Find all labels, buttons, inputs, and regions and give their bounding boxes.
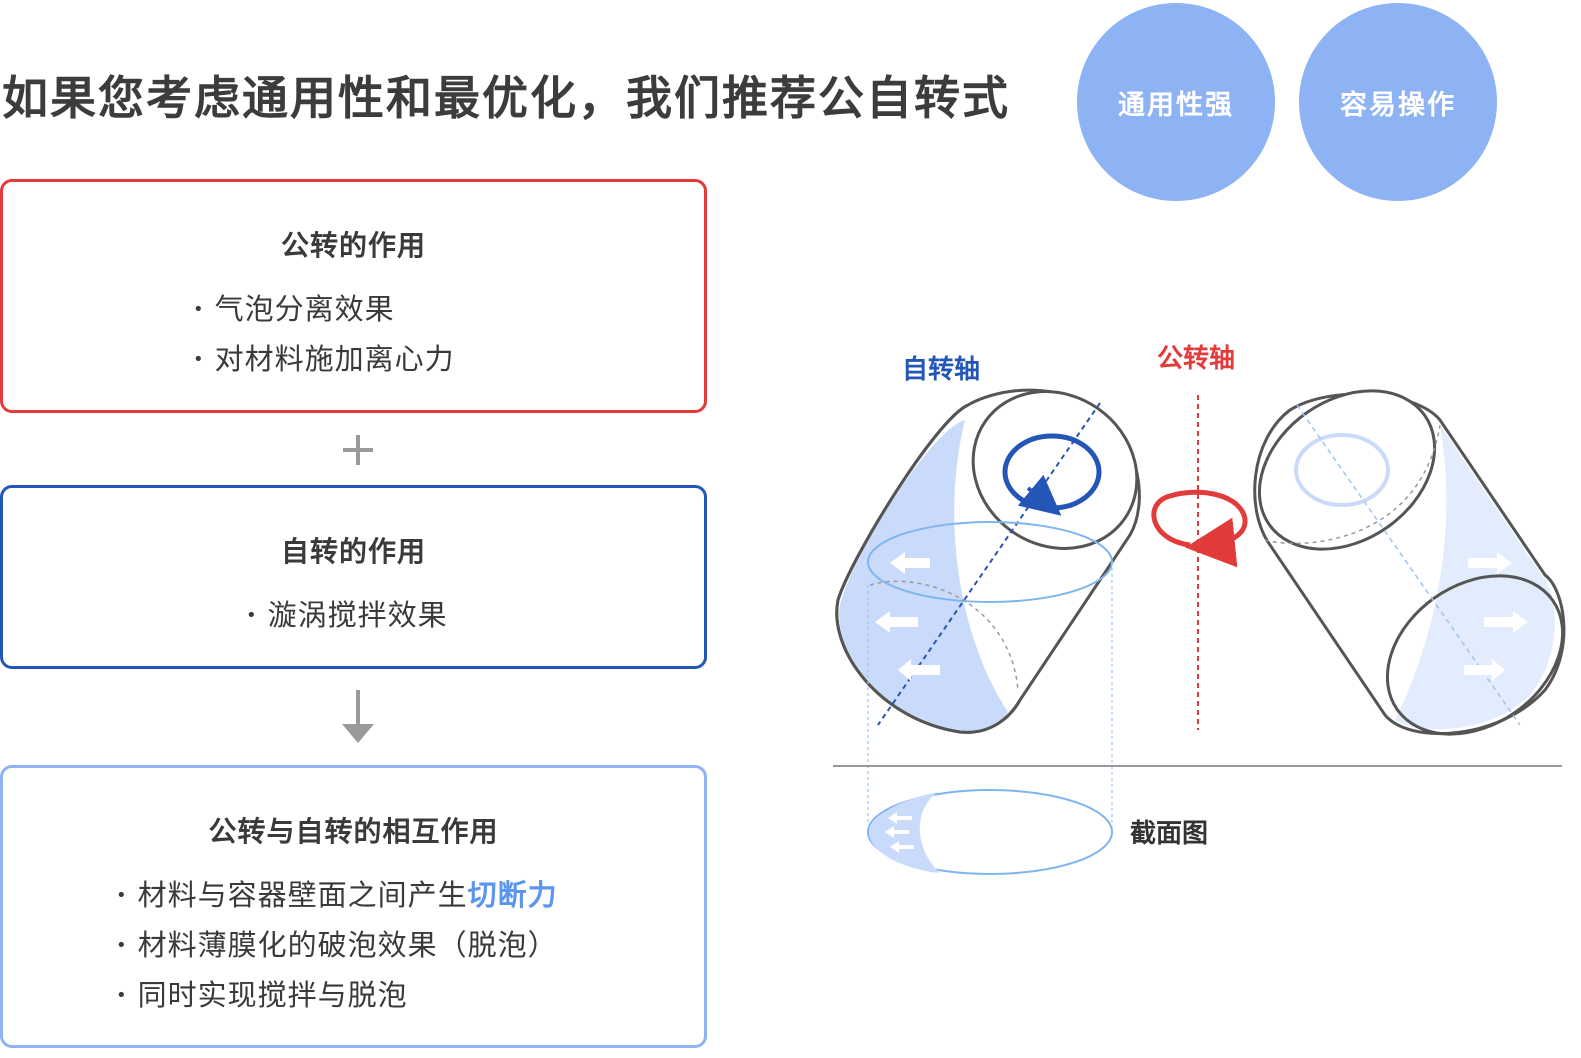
- bullet-text: 同时实现搅拌与脱泡: [137, 978, 408, 1012]
- cross-section-icon: [867, 789, 1113, 875]
- bullet-text: 气泡分离效果: [214, 292, 395, 326]
- list-item: •漩涡搅拌效果: [246, 598, 448, 632]
- combined-card-title: 公转与自转的相互作用: [208, 815, 499, 848]
- list-item: •材料与容器壁面之间产生切断力: [116, 878, 558, 912]
- list-item: •同时实现搅拌与脱泡: [116, 978, 408, 1012]
- revolution-card-title: 公转的作用: [280, 229, 426, 262]
- combined-card: 公转与自转的相互作用 •材料与容器壁面之间产生切断力 •材料薄膜化的破泡效果（脱…: [0, 765, 707, 1048]
- plus-icon: [343, 435, 373, 465]
- list-item: •材料薄膜化的破泡效果（脱泡）: [116, 928, 558, 962]
- bullet-text: 对材料施加离心力: [214, 342, 455, 376]
- right-container: [1253, 389, 1566, 736]
- bullet-text: 材料薄膜化的破泡效果（脱泡）: [137, 928, 558, 962]
- revolution-arrow-icon: [1151, 489, 1248, 568]
- down-arrow-icon: [342, 690, 374, 743]
- revolution-card: 公转的作用 •气泡分离效果 •对材料施加离心力: [0, 179, 707, 413]
- bullet-text: 材料与容器壁面之间产生: [137, 878, 468, 912]
- list-item: •对材料施加离心力: [193, 342, 455, 376]
- cross-section-label: 截面图: [1130, 819, 1208, 849]
- list-item: •气泡分离效果: [193, 292, 395, 326]
- bullet-text: 漩涡搅拌效果: [267, 598, 448, 632]
- rotation-axis-label: 自转轴: [902, 354, 980, 385]
- left-container: [835, 388, 1141, 830]
- badge-versatility: 通用性强: [1077, 3, 1275, 201]
- shear-force-highlight: 切断力: [467, 878, 558, 912]
- rotation-card: 自转的作用 •漩涡搅拌效果: [0, 485, 707, 669]
- revolution-axis-label: 公转轴: [1157, 344, 1235, 374]
- rotation-card-title: 自转的作用: [280, 535, 426, 568]
- page-title: 如果您考虑通用性和最优化，我们推荐公自转式: [2, 71, 1010, 125]
- badge-easy-operation: 容易操作: [1299, 3, 1497, 201]
